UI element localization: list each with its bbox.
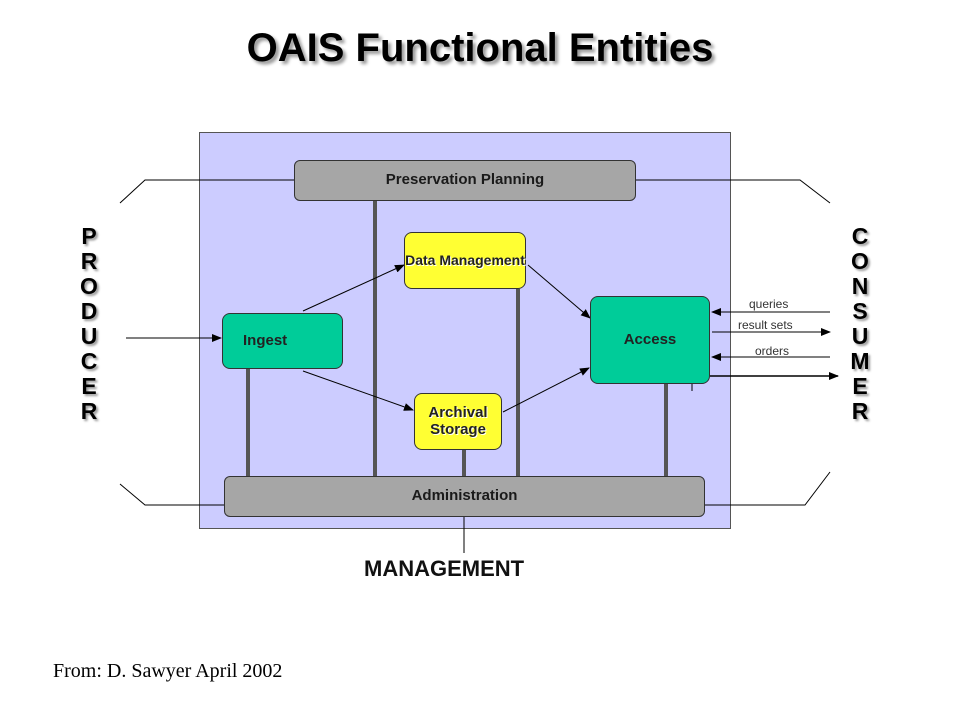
data-management-label: Data Management bbox=[405, 251, 525, 268]
as-access-arrow bbox=[502, 367, 590, 413]
dm-access-arrow bbox=[527, 264, 591, 319]
ingest-as-arrow bbox=[302, 370, 414, 411]
access-box: Access bbox=[590, 296, 710, 384]
consumer-bracket-top bbox=[636, 179, 831, 204]
administration-box: Administration bbox=[224, 476, 705, 517]
preservation-planning-box: Preservation Planning bbox=[294, 160, 636, 201]
orders-label: orders bbox=[755, 344, 790, 358]
queries-label: queries bbox=[749, 297, 789, 311]
management-label: MANAGEMENT bbox=[364, 556, 525, 581]
consumer-bracket-bottom bbox=[705, 471, 831, 506]
data-management-box: Data Management bbox=[404, 232, 526, 289]
result-sets-label: result sets bbox=[738, 318, 793, 332]
producer-bracket-top bbox=[119, 179, 294, 204]
access-label: Access bbox=[623, 330, 677, 348]
producer-bracket-bottom bbox=[119, 483, 224, 506]
ingest-box: Ingest bbox=[222, 313, 343, 369]
ingest-dm-arrow bbox=[302, 264, 405, 312]
archival-storage-box: Archival Storage bbox=[414, 393, 502, 450]
page-title: OAIS Functional Entities bbox=[246, 26, 714, 70]
ingest-label: Ingest bbox=[243, 331, 288, 349]
archival-storage-label: Archival Storage bbox=[428, 404, 488, 438]
administration-label: Administration bbox=[411, 487, 518, 505]
preservation-planning-label: Preservation Planning bbox=[385, 171, 545, 189]
source-credit: From: D. Sawyer April 2002 bbox=[53, 660, 283, 682]
